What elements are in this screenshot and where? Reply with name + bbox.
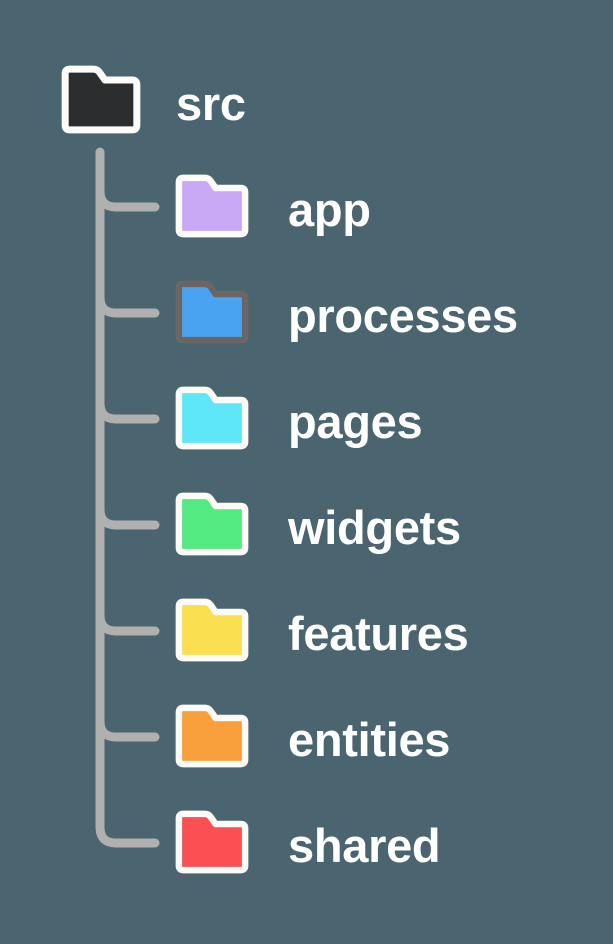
tree-row-label-features: features [288,607,469,660]
tree-row-shared[interactable]: shared [175,810,441,878]
folder-icon-processes [175,280,249,348]
tree-row-entities[interactable]: entities [175,704,451,772]
tree-row-label-app: app [288,183,371,236]
folder-icon-entities [175,704,249,772]
tree-row-label-root: src [176,76,246,130]
tree-row-label-pages: pages [288,395,423,448]
tree-row-label-shared: shared [288,819,441,872]
tree-row-widgets[interactable]: widgets [175,492,461,560]
folder-icon-root [61,65,141,138]
tree-row-label-processes: processes [288,289,518,342]
folder-icon-features [175,598,249,666]
tree-row-app[interactable]: app [175,174,371,242]
tree-row-label-widgets: widgets [288,501,461,554]
tree-row-features[interactable]: features [175,598,469,666]
folder-icon-pages [175,386,249,454]
tree-row-label-entities: entities [288,713,451,766]
tree-row-pages[interactable]: pages [175,386,423,454]
folder-icon-app [175,174,249,242]
tree-row-processes[interactable]: processes [175,280,518,348]
tree-row-root[interactable]: src [61,65,246,138]
folder-icon-shared [175,810,249,878]
folder-icon-widgets [175,492,249,560]
